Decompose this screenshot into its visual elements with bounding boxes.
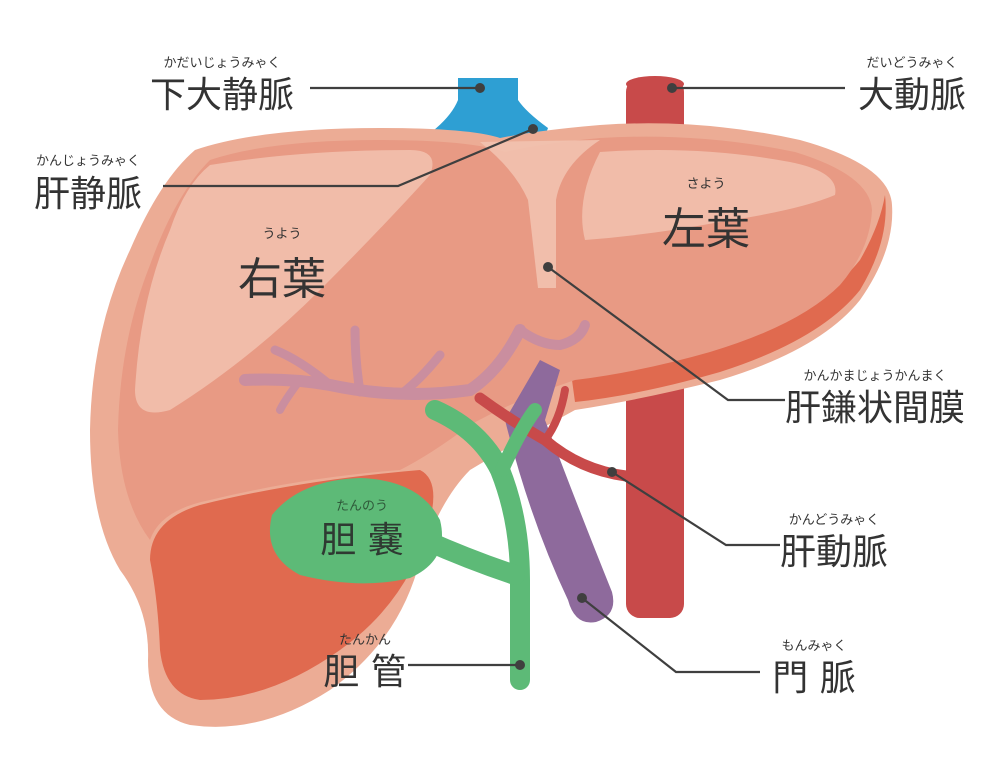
leader-falciform-ligament [547,266,785,402]
label-hepatic-artery-text: 肝動脈 [780,532,888,573]
leader-hepatic-vein-dot [528,124,538,134]
label-aorta: だいどうみゃく 大動脈 [858,56,966,116]
leader-ivc-dot [475,83,485,93]
leader-bile-duct-dot [515,660,525,670]
leader-aorta-dot [667,83,677,93]
leader-hepatic-vein [163,127,534,188]
leader-hepatic-artery-dot [607,467,617,477]
label-falciform-ruby: かんかまじょうかんまく [803,369,946,384]
leader-portal-vein-dot [577,593,587,603]
label-right-lobe-text: 右葉 [238,254,326,305]
label-falciform-text: 肝鎌状間膜 [785,388,965,429]
left-lobe-highlight [582,149,836,240]
right-lobe-highlight [135,150,433,413]
leader-falciform-dot [543,262,553,272]
falciform-ligament [480,140,600,288]
leader-lines [163,83,845,674]
label-gallbladder: たんのう 胆 嚢 [320,499,403,561]
label-hepatic-artery-ruby: かんどうみゃく [789,513,880,528]
label-gallbladder-ruby: たんのう [336,499,388,514]
label-portal-vein: もんみゃく 門 脈 [772,639,855,699]
hepatic-vein-branches [239,320,590,414]
label-portal-vein-ruby: もんみゃく [781,639,846,654]
label-gallbladder-text: 胆 嚢 [320,520,403,561]
label-hepatic-vein-text: 肝静脈 [34,174,142,215]
label-hepatic-vein: かんじょうみゃく 肝静脈 [34,154,142,215]
label-ivc-ruby: かだいじょうみゃく [163,56,280,71]
label-right-lobe-ruby: うよう [262,227,301,242]
label-ivc-text: 下大静脈 [150,75,294,116]
label-ivc: かだいじょうみゃく 下大静脈 [150,56,294,116]
leader-hepatic-artery [611,471,780,547]
label-aorta-ruby: だいどうみゃく [866,56,957,71]
label-hepatic-vein-ruby: かんじょうみゃく [36,154,140,169]
label-left-lobe: さよう 左葉 [662,177,750,255]
label-portal-vein-text: 門 脈 [772,658,855,699]
label-right-lobe: うよう 右葉 [238,227,326,305]
gallbladder [269,478,442,584]
label-left-lobe-text: 左葉 [662,204,750,255]
label-hepatic-artery: かんどうみゃく 肝動脈 [780,513,888,573]
label-bile-duct-text: 胆 管 [323,652,406,693]
label-bile-duct-ruby: たんかん [339,633,391,648]
label-aorta-text: 大動脈 [858,75,966,116]
label-left-lobe-ruby: さよう [686,177,725,192]
hepatic-duct-branch [495,403,542,477]
leader-portal-vein [581,597,760,674]
hepatic-artery [474,386,632,482]
label-bile-duct: たんかん 胆 管 [323,633,406,693]
label-falciform-ligament: かんかまじょうかんまく 肝鎌状間膜 [785,369,965,429]
